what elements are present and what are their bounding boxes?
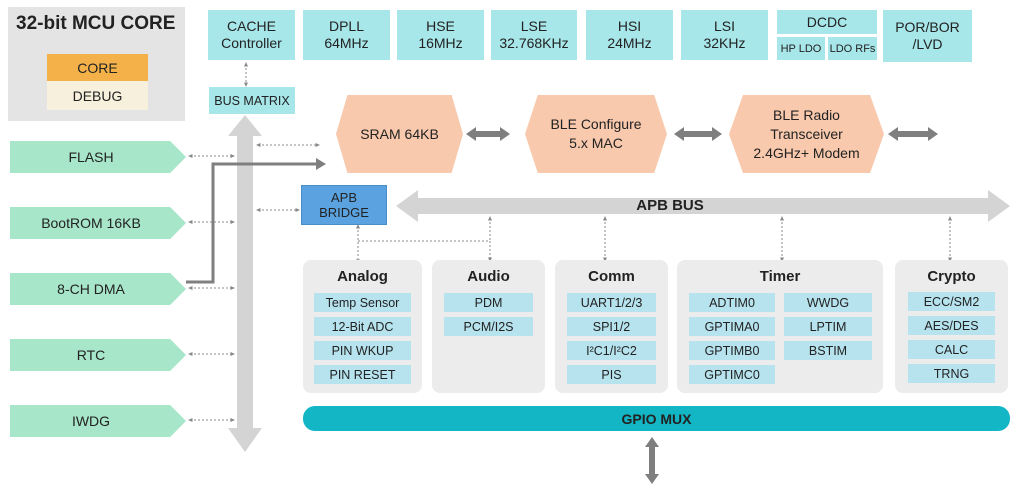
mcu-core-title: 32-bit MCU CORE bbox=[16, 13, 176, 34]
ble-radio-line1: BLE Radio bbox=[773, 106, 840, 123]
hsi-box: HSI 24MHz bbox=[586, 10, 673, 60]
cache-line2: Controller bbox=[221, 35, 282, 51]
apb-bus-label: APB BUS bbox=[636, 197, 704, 214]
audio-title: Audio bbox=[467, 268, 510, 285]
dpll-box: DPLL 64MHz bbox=[303, 10, 390, 60]
bootrom-block: BootROM 16KB bbox=[10, 207, 186, 239]
por-line2: /LVD bbox=[912, 36, 943, 52]
debug-box: DEBUG bbox=[47, 81, 148, 110]
lse-box: LSE 32.768KHz bbox=[491, 10, 577, 60]
lsi-line2: 32KHz bbox=[703, 35, 746, 51]
crypto-item: AES/DES bbox=[908, 316, 995, 335]
timer-item: GPTIMB0 bbox=[689, 341, 775, 360]
hse-line1: HSE bbox=[426, 18, 455, 34]
comm-title: Comm bbox=[588, 268, 635, 285]
lse-line1: LSE bbox=[520, 18, 548, 34]
analog-item: 12-Bit ADC bbox=[314, 317, 411, 336]
comm-item: PIS bbox=[567, 365, 656, 384]
hse-box: HSE 16MHz bbox=[397, 10, 484, 60]
apb-bridge-box: APB BRIDGE bbox=[301, 185, 387, 225]
crypto-title: Crypto bbox=[927, 268, 976, 285]
analog-item: PIN WKUP bbox=[314, 341, 411, 360]
dcdc-box: DCDC bbox=[777, 10, 877, 34]
apb-bridge-line1: APB bbox=[330, 190, 357, 205]
crypto-item: CALC bbox=[908, 340, 995, 359]
audio-item: PCM/I2S bbox=[444, 317, 533, 336]
hsi-line1: HSI bbox=[617, 18, 642, 34]
cache-controller-box: CACHE Controller bbox=[208, 10, 295, 60]
gpio-mux-bar: GPIO MUX bbox=[303, 406, 1010, 431]
sram-hexagon: SRAM 64KB bbox=[336, 95, 463, 173]
lsi-line1: LSI bbox=[713, 18, 735, 34]
ble-radio-line3: 2.4GHz+ Modem bbox=[753, 144, 860, 161]
ble-mac-line1: BLE Configure bbox=[550, 116, 642, 132]
hse-line2: 16MHz bbox=[418, 35, 463, 51]
hex-link-arrows bbox=[466, 127, 938, 484]
timer-item: BSTIM bbox=[784, 341, 872, 360]
rtc-block: RTC bbox=[10, 339, 186, 371]
timer-title: Timer bbox=[759, 268, 801, 285]
iwdg-block: IWDG bbox=[10, 405, 186, 437]
timer-group: Timer ADTIM0 GPTIMA0 GPTIMB0 GPTIMC0 WWD… bbox=[677, 260, 883, 393]
timer-item: ADTIM0 bbox=[689, 293, 775, 312]
analog-item: PIN RESET bbox=[314, 365, 411, 384]
bus-matrix-box: BUS MATRIX bbox=[209, 87, 295, 114]
audio-item: PDM bbox=[444, 293, 533, 312]
ldo-rfs-box: LDO RFs bbox=[828, 37, 877, 60]
crypto-item: TRNG bbox=[908, 364, 995, 383]
comm-item: UART1/2/3 bbox=[567, 293, 656, 312]
analog-title: Analog bbox=[337, 268, 388, 285]
timer-item: WWDG bbox=[784, 293, 872, 312]
dpll-line2: 64MHz bbox=[324, 35, 369, 51]
ble-mac-hexagon: BLE Configure 5.x MAC bbox=[525, 95, 667, 173]
crypto-group: Crypto ECC/SM2 AES/DES CALC TRNG bbox=[895, 260, 1008, 393]
ble-mac-line2: 5.x MAC bbox=[569, 135, 623, 151]
timer-item: GPTIMC0 bbox=[689, 365, 775, 384]
system-bus-arrow bbox=[228, 115, 262, 452]
audio-group: Audio PDM PCM/I2S bbox=[432, 260, 545, 393]
crypto-item: ECC/SM2 bbox=[908, 292, 995, 311]
lse-line2: 32.768KHz bbox=[499, 35, 569, 51]
timer-item: GPTIMA0 bbox=[689, 317, 775, 336]
comm-group: Comm UART1/2/3 SPI1/2 I²C1/I²C2 PIS bbox=[555, 260, 668, 393]
core-box: CORE bbox=[47, 54, 148, 81]
comm-item: SPI1/2 bbox=[567, 317, 656, 336]
por-bor-lvd-box: POR/BOR /LVD bbox=[883, 10, 972, 62]
dpll-line1: DPLL bbox=[328, 18, 365, 34]
flash-block: FLASH bbox=[10, 141, 186, 173]
ble-radio-hexagon: BLE Radio Transceiver 2.4GHz+ Modem bbox=[729, 95, 884, 173]
timer-item: LPTIM bbox=[784, 317, 872, 336]
por-line1: POR/BOR bbox=[895, 19, 960, 35]
analog-item: Temp Sensor bbox=[314, 293, 411, 312]
analog-group: Analog Temp Sensor 12-Bit ADC PIN WKUP P… bbox=[303, 260, 422, 393]
hsi-line2: 24MHz bbox=[607, 35, 652, 51]
cache-line1: CACHE bbox=[226, 18, 276, 34]
ble-radio-line2: Transceiver bbox=[770, 125, 843, 142]
comm-item: I²C1/I²C2 bbox=[567, 341, 656, 360]
hp-ldo-box: HP LDO bbox=[777, 37, 825, 60]
apb-bridge-line2: BRIDGE bbox=[319, 205, 369, 220]
lsi-box: LSI 32KHz bbox=[681, 10, 768, 60]
dma-block: 8-CH DMA bbox=[10, 273, 186, 305]
apb-bus-arrow bbox=[396, 190, 1010, 222]
